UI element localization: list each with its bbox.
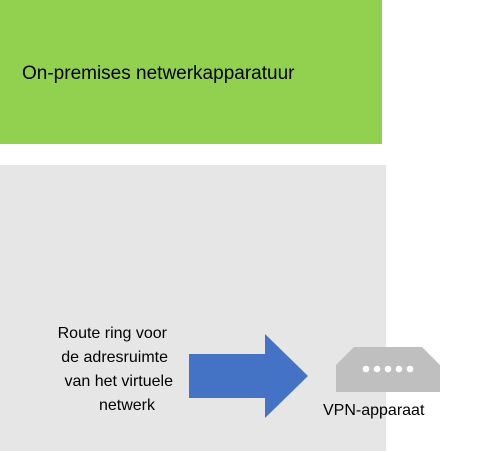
right-arrow-icon: [189, 334, 308, 418]
route-line-3: van het virtuele: [64, 373, 173, 390]
route-line-2: de adresruimte: [61, 349, 168, 366]
on-premises-box: On-premises netwerkapparatuur: [0, 0, 382, 144]
route-line-1: Route ring voor: [57, 325, 167, 342]
vpn-device-label: VPN-apparaat: [323, 402, 425, 419]
on-premises-label: On-premises netwerkapparatuur: [22, 63, 295, 84]
route-line-4: netwerk: [98, 397, 155, 414]
vpn-device-icon: [336, 347, 440, 392]
virtual-network-box: [0, 165, 386, 451]
route-description: Route ring voor de adresruimte van het v…: [0, 322, 173, 418]
